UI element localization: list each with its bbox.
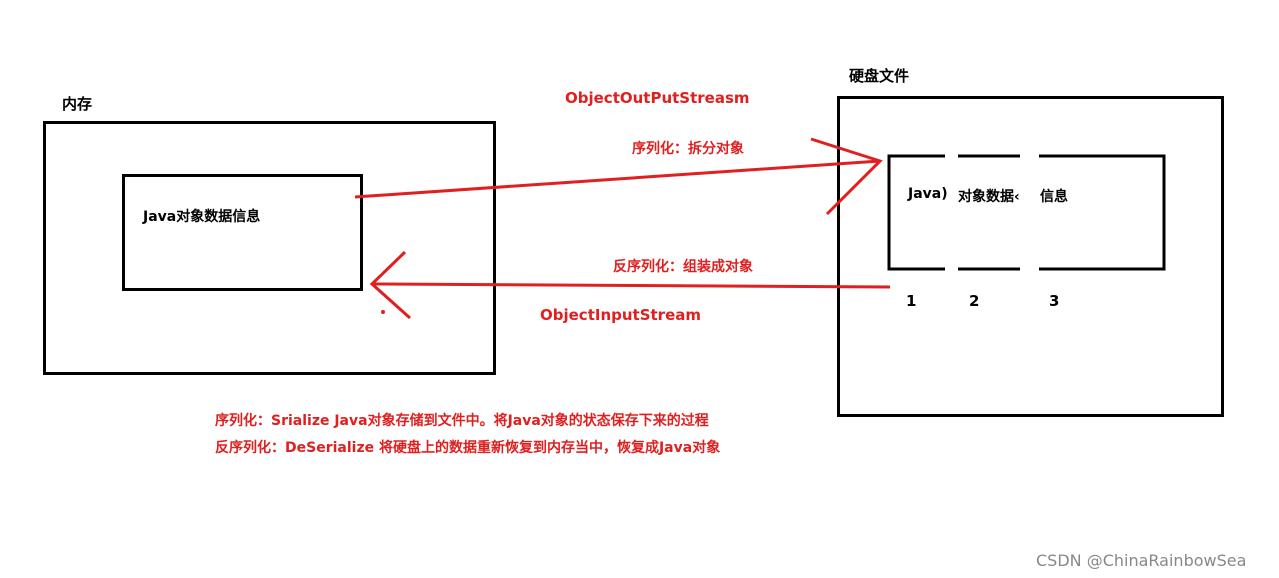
stray-dot	[381, 310, 385, 314]
deserialize-stream-label: ObjectInputStream	[540, 306, 702, 324]
segment-number-1: 1	[906, 292, 917, 310]
serialize-arrow-head	[810, 137, 883, 216]
disk-title: 硬盘文件	[849, 67, 910, 85]
file-segments	[887, 154, 1166, 271]
memory-title: 内存	[62, 95, 93, 113]
segment-number-3: 3	[1049, 292, 1060, 310]
serialize-stream-label: ObjectOutPutStreasm	[565, 89, 750, 107]
deserialize-note: 反序列化：DeSerialize 将硬盘上的数据重新恢复到内存当中，恢复成Jav…	[215, 440, 721, 456]
deserialize-arrow-head	[369, 250, 412, 320]
segment-label-3: 信息	[1040, 189, 1068, 205]
serialize-note: 序列化：Srialize Java对象存储到文件中。将Java对象的状态保存下来…	[215, 413, 709, 429]
memory-box	[43, 121, 496, 375]
disk-box	[837, 96, 1224, 417]
java-object-label: Java对象数据信息	[143, 209, 261, 225]
deserialize-arrow-shaft	[371, 282, 891, 289]
segment-label-2: 对象数据‹	[958, 189, 1020, 205]
deserialize-desc-label: 反序列化：组装成对象	[613, 259, 753, 275]
serialize-desc-label: 序列化：拆分对象	[632, 141, 744, 157]
watermark: CSDN @ChinaRainbowSea	[1036, 551, 1247, 570]
serialize-arrow-shaft	[354, 159, 881, 199]
segment-label-1: Java)	[908, 186, 948, 202]
java-object-box	[122, 174, 363, 291]
segment-number-2: 2	[969, 292, 980, 310]
